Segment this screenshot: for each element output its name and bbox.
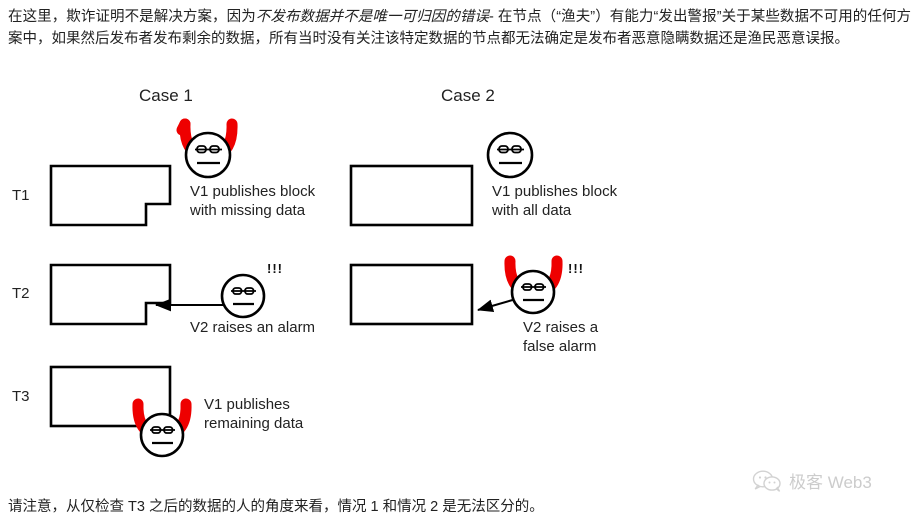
eye-left — [151, 426, 162, 434]
intro-text-part1: 在这里，欺诈证明不是解决方案，因为 — [8, 9, 256, 25]
block-case1-t2 — [49, 263, 172, 326]
face-outline — [139, 412, 185, 458]
note-case2-t1: V1 publishes block with all data — [492, 183, 618, 219]
eye-right — [209, 145, 220, 154]
avatar-v1-devil-case1-t1 — [176, 118, 238, 179]
intro-text-part2: - 在节点（“渔夫”）有能力“发出警报”关于某些数据不可用的任何方案中，如果然后… — [8, 9, 912, 47]
eye-right — [511, 145, 522, 154]
horn-left-icon — [179, 118, 207, 162]
avatar-v1-devil-case1-t3 — [132, 398, 192, 458]
block-case2-t1 — [349, 164, 474, 227]
alarm-marks-case2: !!! — [568, 261, 584, 276]
bottom-caption: 请注意，从仅检查 T3 之后的数据的人的角度来看，情况 1 和情况 2 是无法区… — [8, 499, 544, 515]
horn-right-icon — [164, 398, 192, 441]
face-outline — [220, 273, 266, 319]
time-label-t2: T2 — [12, 285, 30, 302]
face-outline — [184, 131, 232, 179]
eye-right — [244, 287, 255, 295]
avatar-v2-honest-case1-t2 — [220, 273, 266, 319]
alarm-arrow-case2 — [477, 298, 517, 312]
intro-text-italic: 不发布数据并不是唯一可归因的错误 — [255, 9, 489, 25]
intro-paragraph: 在这里，欺诈证明不是解决方案，因为不发布数据并不是唯一可归因的错误- 在节点（“… — [8, 6, 911, 50]
avatar-v1-honest-case2-t1 — [486, 131, 534, 179]
eye-left — [522, 283, 533, 291]
note-case2-t2: V2 raises a false alarm — [523, 319, 599, 355]
note-case1-t2: V2 raises an alarm — [190, 319, 316, 336]
eye-right — [163, 426, 174, 434]
avatar-v2-devil-case2-t2 — [504, 255, 563, 315]
time-label-t3: T3 — [12, 388, 30, 405]
eye-left — [196, 145, 207, 154]
horn-right-icon — [210, 118, 238, 162]
horn-left-icon — [504, 255, 532, 298]
block-case1-t1 — [49, 164, 172, 227]
case-1-title: Case 1 — [139, 86, 193, 105]
eye-left — [498, 145, 509, 154]
wechat-bubbles-icon — [752, 469, 781, 492]
note-case1-t1: V1 publishes block with missing data — [190, 183, 316, 219]
alarm-marks-case1: !!! — [267, 261, 283, 276]
eye-right — [534, 283, 545, 291]
horn-right-icon — [535, 255, 563, 298]
face-outline — [486, 131, 534, 179]
horn-left-icon — [132, 398, 160, 441]
watermark: 极客 Web3 — [752, 468, 872, 493]
face-outline — [510, 269, 556, 315]
block-case2-t2 — [349, 263, 474, 326]
time-label-t1: T1 — [12, 187, 30, 204]
case-2-title: Case 2 — [441, 86, 495, 105]
note-case1-t3: V1 publishes remaining data — [204, 396, 304, 432]
block-case1-t3 — [49, 365, 172, 428]
watermark-label: 极客 Web3 — [789, 473, 872, 492]
horn-left-tip-icon — [176, 118, 191, 136]
eye-left — [232, 287, 243, 295]
